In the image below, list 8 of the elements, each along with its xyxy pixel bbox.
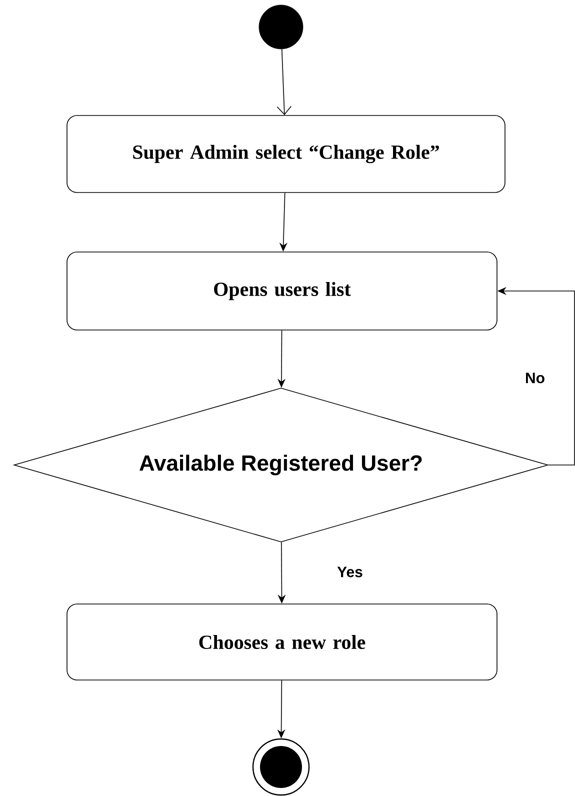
activity-box: Opens users list xyxy=(66,252,498,330)
end-circle xyxy=(252,738,310,796)
edge-label: Yes xyxy=(336,566,364,578)
activity-box: Super Admin select “Change Role” xyxy=(66,115,506,193)
start-circle xyxy=(258,4,304,50)
activity-box: Chooses a new role xyxy=(66,604,498,680)
edge-label: No xyxy=(524,372,546,384)
arrow xyxy=(276,48,292,116)
